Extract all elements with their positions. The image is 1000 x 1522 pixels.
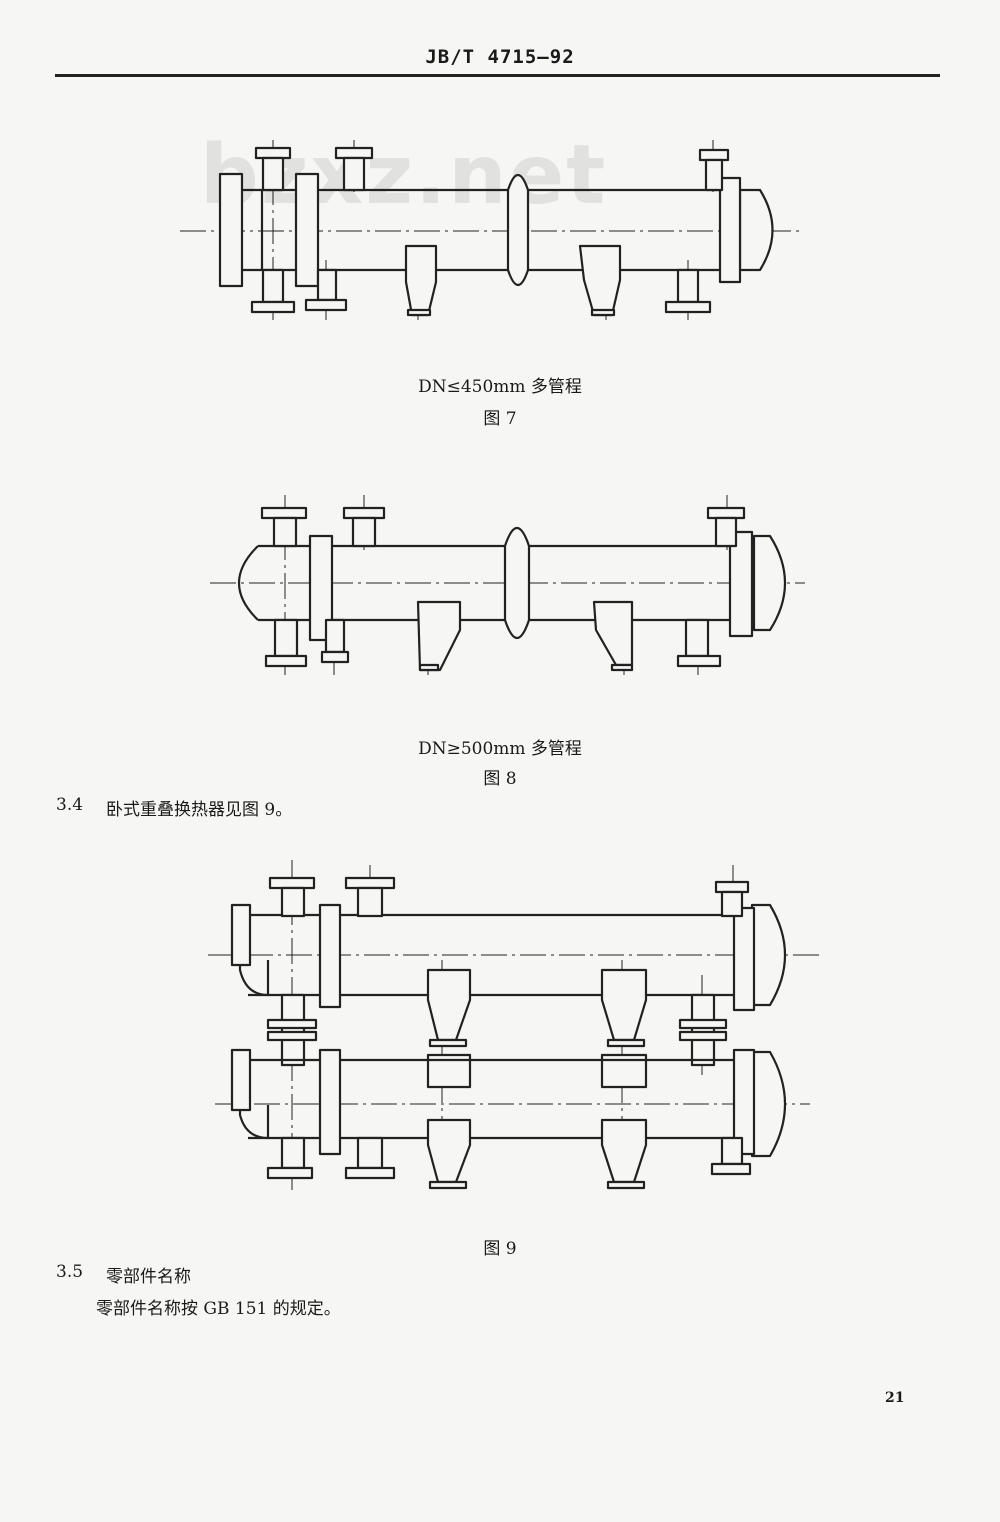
figure-9-label: 图 9 — [483, 1239, 517, 1259]
figure-8-drawing — [210, 495, 805, 675]
section-3-5-number: 3.5 — [56, 1262, 84, 1282]
figure-7-drawing — [180, 140, 800, 320]
section-3-4-number: 3.4 — [56, 795, 84, 815]
figure-8-label: 图 8 — [483, 769, 517, 789]
section-3-4-text: 卧式重叠换热器见图 9。 — [106, 800, 293, 820]
figure-9-drawing — [208, 860, 820, 1190]
header-rule — [55, 74, 940, 77]
figure-7-label: 图 7 — [483, 409, 517, 429]
standard-code: JB/T 4715—92 — [425, 46, 575, 68]
page-number: 21 — [885, 1390, 905, 1406]
section-3-5-text: 零部件名称按 GB 151 的规定。 — [96, 1299, 341, 1319]
figure-8-caption: DN≥500mm 多管程 — [418, 739, 582, 759]
section-3-5-title: 零部件名称 — [106, 1267, 191, 1287]
figure-7-caption: DN≤450mm 多管程 — [418, 377, 582, 397]
